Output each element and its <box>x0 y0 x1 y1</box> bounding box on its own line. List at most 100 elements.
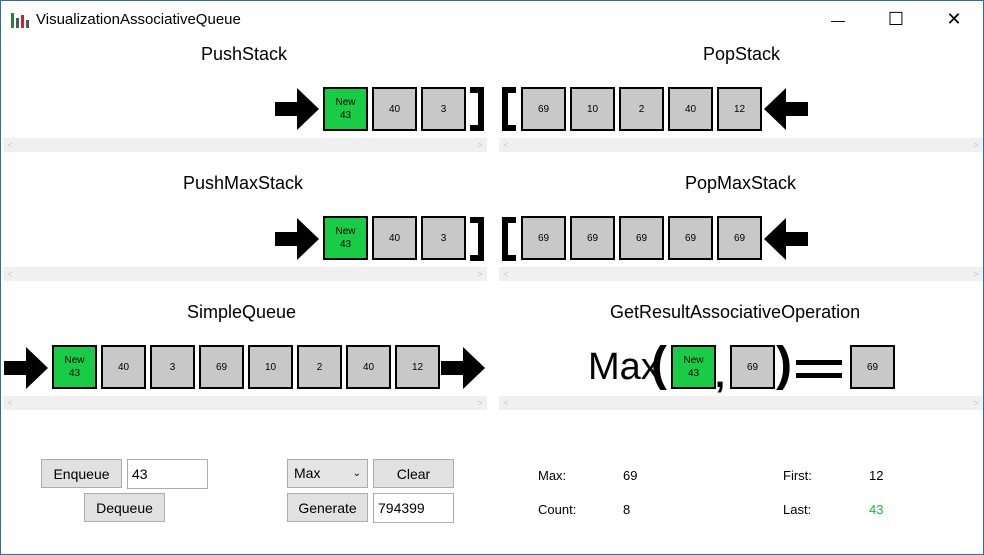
cell-value: 10 <box>264 361 277 373</box>
push-max-stack-scrollbar[interactable]: < > <box>3 267 487 281</box>
maximize-icon: ☐ <box>887 9 905 29</box>
value-cell: 2 <box>619 87 664 131</box>
value-cell: 3 <box>421 216 466 260</box>
last-value: 43 <box>869 502 884 517</box>
pop-max-stack-arrow-left-icon <box>764 218 808 260</box>
open-paren: ( <box>651 338 667 391</box>
simple-queue-arrow-out-icon <box>441 347 485 389</box>
cell-value: 69 <box>635 232 648 244</box>
minimize-button[interactable]: — <box>809 1 867 38</box>
count-value: 8 <box>623 502 631 517</box>
close-button[interactable]: ✕ <box>925 1 983 38</box>
scroll-right-icon[interactable]: > <box>477 140 483 150</box>
pop-stack-title: PopStack <box>703 44 781 64</box>
cell-value: 43 <box>687 368 700 379</box>
value-cell: 12 <box>395 345 440 389</box>
scroll-left-icon[interactable]: < <box>7 269 13 279</box>
value-cell: 69 <box>521 216 566 260</box>
cell-value: 12 <box>411 361 424 373</box>
cell-value: 69 <box>684 232 697 244</box>
operation-select[interactable]: Max ⌄ <box>287 459 368 488</box>
scroll-right-icon[interactable]: > <box>477 269 483 279</box>
cell-value: 43 <box>339 110 352 121</box>
maximize-button[interactable]: ☐ <box>867 1 925 38</box>
value-cell: 40 <box>668 87 713 131</box>
push-stack-scrollbar[interactable]: < > <box>3 138 487 152</box>
cell-label: New <box>64 355 85 366</box>
close-paren: ) <box>776 338 792 391</box>
operation-result-cell: 69 <box>850 345 895 389</box>
operation-select-value: Max <box>294 465 321 481</box>
cell-value: 40 <box>117 361 130 373</box>
cell-value: 69 <box>733 232 746 244</box>
comma: , <box>715 354 726 395</box>
operation-arg1-cell: New 43 <box>671 345 716 389</box>
new-cell: New 43 <box>323 87 368 131</box>
first-label: First: <box>783 468 812 483</box>
generate-button[interactable]: Generate <box>287 493 368 522</box>
value-cell: 10 <box>248 345 293 389</box>
window-title: VisualizationAssociativeQueue <box>36 11 241 28</box>
cell-value: 12 <box>733 103 746 115</box>
count-label: Count: <box>538 502 577 517</box>
generate-value-input[interactable]: 794399 <box>373 493 454 523</box>
title-bar: VisualizationAssociativeQueue — ☐ ✕ <box>1 1 983 38</box>
scroll-left-icon[interactable]: < <box>503 269 509 279</box>
simple-queue-arrow-in-icon <box>4 347 48 389</box>
pop-stack-open-bracket <box>502 87 516 131</box>
pop-max-stack-open-bracket <box>502 217 516 261</box>
cell-value: 69 <box>586 232 599 244</box>
last-label: Last: <box>783 502 812 517</box>
cell-value: 3 <box>169 361 176 373</box>
cell-label: New <box>335 97 356 108</box>
max-label: Max: <box>538 468 567 483</box>
scroll-left-icon[interactable]: < <box>503 140 509 150</box>
value-cell: 40 <box>101 345 146 389</box>
minimize-icon: — <box>831 11 845 28</box>
value-cell: 12 <box>717 87 762 131</box>
scroll-left-icon[interactable]: < <box>503 398 509 408</box>
clear-button[interactable]: Clear <box>373 459 454 488</box>
cell-value: 40 <box>388 103 401 115</box>
cell-value: 40 <box>684 103 697 115</box>
app-icon <box>11 11 31 28</box>
cell-value: 2 <box>316 361 323 373</box>
value-cell: 3 <box>150 345 195 389</box>
scroll-right-icon[interactable]: > <box>477 398 483 408</box>
pop-stack-scrollbar[interactable]: < > <box>499 138 983 152</box>
result-operation-scrollbar[interactable]: < > <box>499 396 983 410</box>
value-cell: 40 <box>372 87 417 131</box>
scroll-right-icon[interactable]: > <box>973 140 979 150</box>
scroll-left-icon[interactable]: < <box>7 398 13 408</box>
cell-value: 43 <box>339 239 352 250</box>
new-cell: New 43 <box>52 345 97 389</box>
value-cell: 69 <box>717 216 762 260</box>
cell-value: 69 <box>537 232 550 244</box>
cell-value: 69 <box>866 361 879 373</box>
operation-arg2-cell: 69 <box>730 345 775 389</box>
scroll-left-icon[interactable]: < <box>7 140 13 150</box>
enqueue-button[interactable]: Enqueue <box>41 459 122 488</box>
push-max-stack-title: PushMaxStack <box>183 173 304 193</box>
pop-stack-arrow-left-icon <box>764 88 808 130</box>
pop-max-stack-scrollbar[interactable]: < > <box>499 267 983 281</box>
value-cell: 69 <box>521 87 566 131</box>
cell-value: 2 <box>638 103 645 115</box>
value-cell: 3 <box>421 87 466 131</box>
enqueue-value-input[interactable]: 43 <box>127 459 208 489</box>
cell-label: New <box>335 226 356 237</box>
scroll-right-icon[interactable]: > <box>973 398 979 408</box>
value-cell: 10 <box>570 87 615 131</box>
cell-value: 43 <box>68 368 81 379</box>
value-cell: 69 <box>570 216 615 260</box>
simple-queue-title: SimpleQueue <box>187 302 297 322</box>
cell-value: 69 <box>537 103 550 115</box>
value-cell: 69 <box>199 345 244 389</box>
scroll-right-icon[interactable]: > <box>973 269 979 279</box>
simple-queue-scrollbar[interactable]: < > <box>3 396 487 410</box>
value-cell: 40 <box>346 345 391 389</box>
dequeue-button[interactable]: Dequeue <box>84 493 165 522</box>
cell-value: 10 <box>586 103 599 115</box>
value-cell: 69 <box>619 216 664 260</box>
